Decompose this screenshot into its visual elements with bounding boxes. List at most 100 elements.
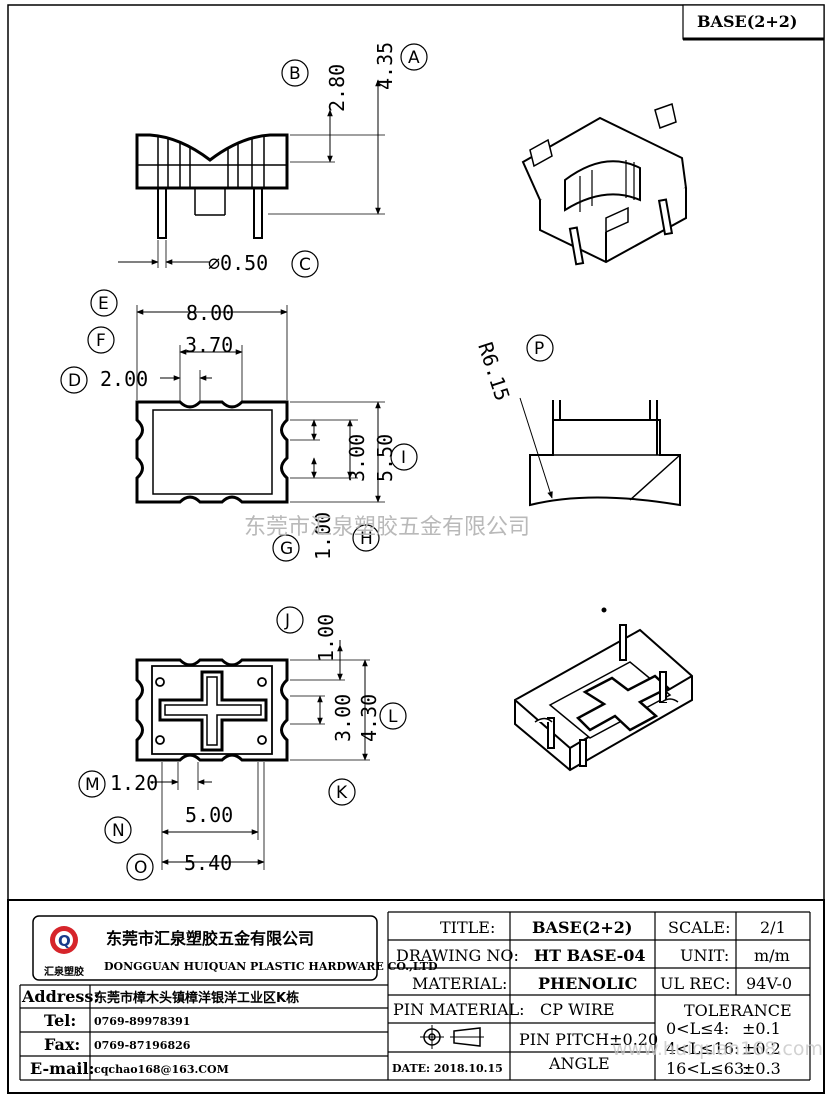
callout-K: K [328, 778, 356, 806]
svg-text:H: H [360, 529, 373, 549]
tol-3-range: 16<L≤63: [666, 1059, 750, 1078]
dim-B-text: 2.80 [325, 64, 349, 112]
scale-label: SCALE: [668, 918, 730, 937]
dim-I-text: 5.50 [373, 434, 397, 482]
tel-label: Tel: [44, 1011, 76, 1030]
address-value: 东莞市樟木头镇樟洋银洋工业区K栋 [94, 990, 299, 1006]
svg-text:B: B [289, 64, 301, 84]
callout-P: P [526, 334, 554, 362]
company-box: Q 汇泉塑胶 东莞市汇泉塑胶五金有限公司 DONGGUAN HUIQUAN PL… [32, 915, 438, 981]
angle-text: ANGLE [548, 1054, 610, 1073]
dim-M-text: 1.20 [110, 771, 158, 795]
svg-text:M: M [85, 775, 100, 795]
dim-N-text: 5.00 [185, 803, 233, 827]
fax-value: 0769-87196826 [94, 1039, 191, 1052]
title-label: TITLE: [440, 918, 495, 937]
svg-text:D: D [68, 371, 81, 391]
callout-G: G [272, 534, 300, 562]
dim-O-text: 5.40 [184, 851, 232, 875]
dim-G-text: 1.00 [311, 512, 335, 560]
company-logo-letter: Q [58, 932, 71, 950]
address-label: Address: [21, 987, 99, 1006]
dim-D-text: 2.00 [100, 367, 148, 391]
svg-text:C: C [299, 255, 311, 275]
profile-view: R6.15 [473, 339, 681, 507]
dim-K-text: 3.00 [331, 694, 355, 742]
company-name-en: DONGGUAN HUIQUAN PLASTIC HARDWARE CO.,LT… [104, 960, 438, 973]
callout-A: A [400, 43, 428, 71]
header-box: BASE(2+2) [682, 4, 825, 41]
callout-L: L [379, 702, 407, 730]
tolerance-label: TOLERANCE [684, 1001, 792, 1020]
tel-value: 0769-89978391 [94, 1015, 190, 1028]
tol-3-value: ±0.3 [742, 1059, 781, 1078]
material-label: MATERIAL: [412, 974, 507, 993]
callout-B: B [281, 59, 309, 87]
date-text: DATE: 2018.10.15 [392, 1062, 503, 1075]
callout-D: D [60, 366, 88, 394]
fax-label: Fax: [44, 1035, 80, 1054]
callout-H: H [352, 524, 380, 552]
callout-E: E [90, 289, 118, 317]
header-base-label: BASE(2+2) [697, 12, 798, 31]
iso-view-top [521, 103, 688, 266]
svg-text:I: I [401, 448, 406, 468]
tol-1-range: 0<L≤4: [666, 1019, 729, 1038]
dim-H-text: 3.00 [345, 434, 369, 482]
svg-text:G: G [280, 539, 293, 559]
title-value: BASE(2+2) [532, 918, 633, 937]
tol-1-value: ±0.1 [742, 1019, 781, 1038]
dim-A-text: 4.35 [373, 42, 397, 90]
watermark-text: 东莞市汇泉塑胶五金有限公司 [244, 515, 530, 540]
ul-rec-value: 94V-0 [746, 974, 792, 993]
material-value: PHENOLIC [538, 974, 637, 993]
scale-value: 2/1 [760, 918, 786, 937]
callout-M: M [78, 770, 106, 798]
svg-text:L: L [388, 707, 398, 727]
callout-F: F [87, 326, 115, 354]
email-label: E-mail: [30, 1059, 95, 1078]
drawing-no-label: DRAWING NO: [396, 946, 519, 965]
dim-P-text: R6.15 [473, 339, 514, 404]
unit-value: m/m [754, 946, 790, 965]
svg-text:K: K [336, 783, 348, 803]
svg-text:P: P [534, 339, 544, 359]
title-block [7, 899, 825, 1094]
svg-text:F: F [96, 331, 106, 351]
watermark-url: www.huiquan168.com [612, 1038, 823, 1060]
pin-material-label: PIN MATERIAL: [393, 1000, 525, 1019]
ul-rec-label: UL REC: [660, 974, 731, 993]
pin-right [253, 187, 263, 239]
callout-I: I [390, 443, 418, 471]
callout-C: C [291, 250, 319, 278]
unit-label: UNIT: [680, 946, 729, 965]
company-name-cn: 东莞市汇泉塑胶五金有限公司 [106, 929, 314, 948]
company-logo-text: 汇泉塑胶 [44, 965, 84, 978]
callout-O: O [126, 853, 154, 881]
pin-pitch-text: PIN PITCH±0.20 [519, 1030, 658, 1049]
svg-text:E: E [98, 294, 109, 314]
dim-L-text: 4.30 [357, 694, 381, 742]
projection-symbol-icon [420, 1025, 484, 1049]
dim-F-text: 3.70 [185, 333, 233, 357]
drawing-no-value: HT BASE-04 [534, 946, 645, 965]
dim-C-text: ∅0.50 [208, 251, 268, 275]
bottom-view: 1.00 3.00 4.30 1.20 5.00 5.40 [110, 614, 381, 875]
svg-text:J: J [284, 611, 290, 631]
tol-2-range: 4<L≤16: [666, 1039, 739, 1058]
pin-left [157, 187, 167, 239]
callout-J: J [276, 606, 304, 634]
iso-view-bottom [514, 607, 693, 772]
svg-text:N: N [112, 821, 125, 841]
email-value: cqchao168@163.COM [94, 1063, 229, 1076]
dim-J-text: 1.00 [314, 614, 338, 662]
side-view: 2.80 4.35 ∅0.50 [118, 42, 397, 275]
dim-E-text: 8.00 [186, 301, 234, 325]
svg-text:O: O [134, 858, 147, 878]
top-view: 8.00 3.70 2.00 1.00 3.00 5.50 [100, 301, 397, 560]
tol-2-value: ±0.2 [742, 1039, 781, 1058]
svg-text:A: A [408, 48, 420, 68]
pin-material-value: CP WIRE [540, 1000, 615, 1019]
callout-N: N [104, 816, 132, 844]
